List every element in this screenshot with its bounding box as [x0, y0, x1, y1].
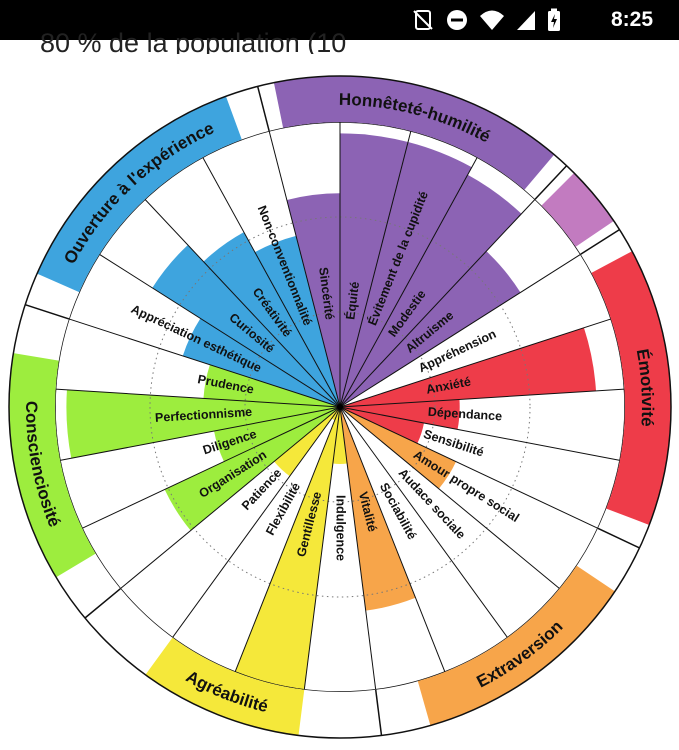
domain-divider	[580, 229, 620, 255]
facet-label: Dépendance	[427, 405, 502, 424]
facet-bar	[254, 235, 340, 407]
facet-bar	[340, 141, 472, 407]
facet-divider	[339, 406, 621, 461]
facet-label: Indulgence	[334, 495, 348, 561]
facet-divider	[339, 406, 446, 673]
wifi-icon	[480, 10, 504, 30]
domain-band	[591, 251, 671, 525]
facet-divider	[234, 406, 341, 673]
signal-icon	[517, 11, 535, 30]
facet-bar	[340, 399, 460, 430]
facet-bar	[340, 174, 522, 407]
facet-divider	[81, 406, 341, 529]
outer-ring-border	[8, 75, 672, 739]
do-not-disturb-icon	[447, 10, 467, 30]
chart-center	[337, 404, 343, 410]
facet-bar	[274, 407, 340, 477]
facet-bar	[182, 318, 340, 407]
facet-bar	[340, 407, 424, 444]
facet-bar	[214, 407, 340, 462]
battery-charging-icon	[548, 8, 560, 31]
facet-divider	[339, 406, 377, 690]
partial-caption-text: 80 % de la population (10	[40, 28, 347, 54]
facet-label: Perfectionnisme	[155, 405, 253, 425]
facet-divider	[339, 318, 612, 408]
domain-divider	[24, 304, 70, 320]
facet-divider	[339, 406, 560, 590]
status-bar: 8:25	[0, 0, 679, 40]
domain-divider	[534, 165, 568, 200]
status-clock: 8:25	[610, 8, 653, 31]
facet-divider	[339, 130, 412, 408]
domain-band	[8, 353, 96, 578]
facet-divider	[268, 130, 341, 408]
domain-band	[145, 637, 305, 736]
facet-bar	[340, 407, 457, 489]
no-sim-icon	[413, 10, 433, 30]
domain-band	[37, 96, 242, 293]
facet-divider	[339, 388, 625, 408]
facet-divider	[339, 157, 478, 408]
facet-divider	[339, 198, 536, 408]
facet-divider	[99, 253, 341, 408]
domain-band	[417, 565, 615, 726]
facet-bar	[235, 407, 340, 690]
facet-divider	[120, 406, 341, 590]
facet-bar	[340, 133, 409, 407]
facet-divider	[339, 406, 508, 638]
facet-bar	[340, 327, 596, 407]
domain-band	[273, 76, 555, 190]
facet-divider	[202, 157, 341, 408]
facet-divider	[68, 318, 341, 408]
facet-divider	[339, 253, 581, 408]
facet-bar	[152, 244, 340, 407]
status-icons	[411, 0, 561, 40]
domain-divider	[84, 588, 121, 619]
facet-bar	[340, 251, 521, 407]
facet-label: Équité	[342, 281, 362, 321]
facet-bar	[340, 407, 416, 611]
facet-bar	[66, 389, 341, 459]
facet-label: Sincérité	[316, 266, 337, 320]
facet-divider	[339, 406, 599, 529]
facet-divider	[303, 406, 341, 690]
facet-bar	[332, 407, 348, 464]
facet-divider	[55, 388, 341, 408]
grid-ring	[149, 216, 531, 598]
grid-ring	[244, 311, 436, 503]
domain-divider	[597, 527, 640, 549]
facet-divider	[172, 406, 341, 638]
facet-divider	[144, 198, 341, 408]
domain-band	[541, 172, 614, 247]
facet-bar	[164, 407, 340, 531]
domain-divider	[256, 86, 270, 132]
domain-divider	[374, 689, 383, 736]
facet-divider	[59, 406, 341, 461]
facet-bar	[203, 232, 340, 407]
